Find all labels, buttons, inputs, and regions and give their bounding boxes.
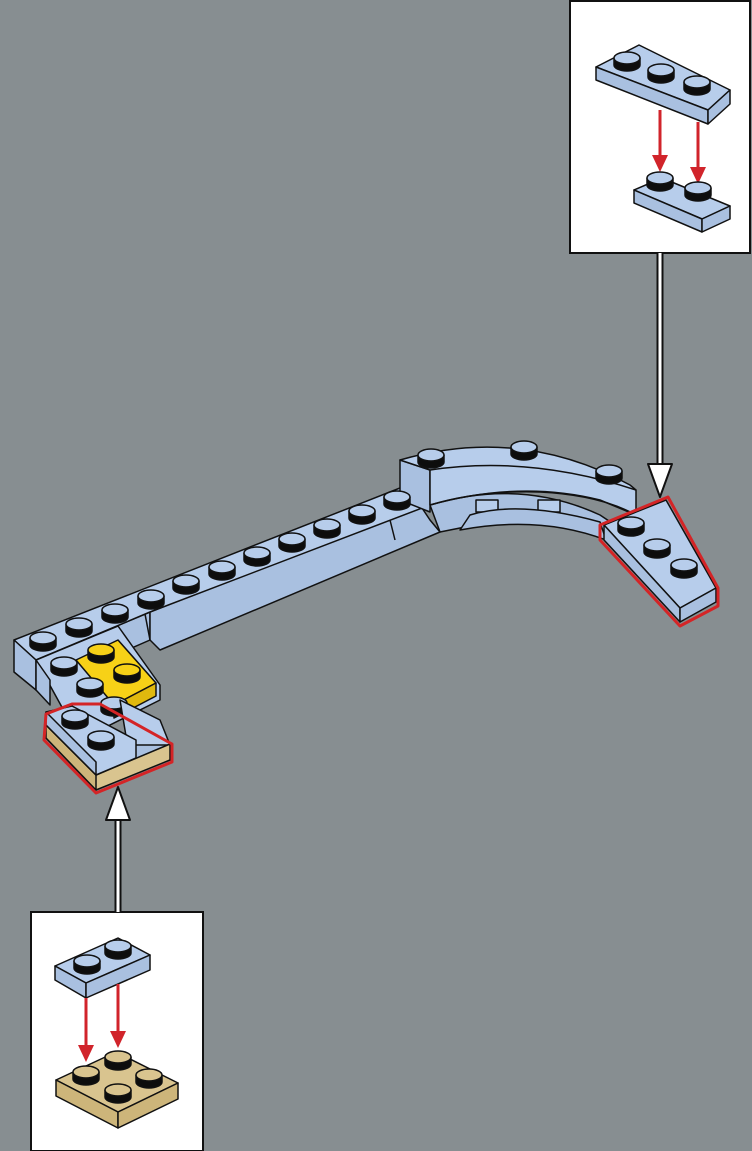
callout-top-right: [570, 1, 750, 253]
connector-arrow-top: [648, 253, 672, 497]
highlighted-wedge: [600, 497, 718, 626]
assembled-model: [14, 441, 636, 770]
connector-arrow-bottom: [106, 787, 130, 912]
callout-bottom-left: [31, 912, 203, 1151]
